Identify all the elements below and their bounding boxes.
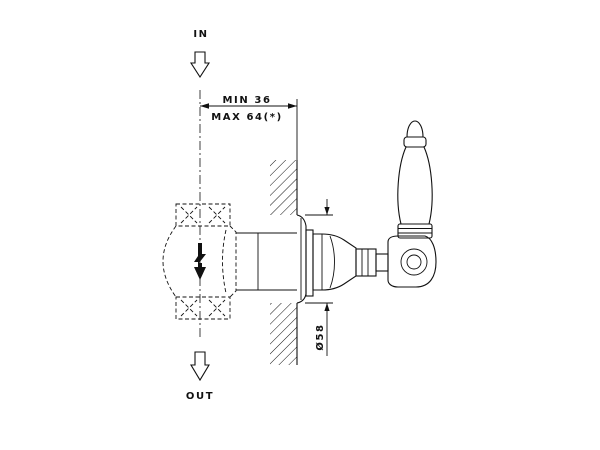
bottom-fitting-cross bbox=[208, 299, 226, 317]
rosette-diameter-dimension: Ø58 bbox=[305, 199, 333, 356]
lever-handle bbox=[387, 120, 437, 288]
inlet-flow-arrow bbox=[189, 51, 211, 79]
wall-rosette bbox=[296, 214, 307, 304]
bottom-fitting-cross bbox=[180, 299, 198, 317]
min-depth-label: MIN 36 bbox=[222, 95, 271, 106]
max-depth-label: MAX 64(*) bbox=[211, 112, 283, 123]
depth-arrowhead-right bbox=[288, 103, 297, 109]
lever-neck bbox=[375, 253, 389, 272]
rosette-and-hub bbox=[296, 214, 389, 304]
bottom-fitting bbox=[175, 296, 231, 320]
wall-section bbox=[270, 160, 298, 365]
outlet-flow-arrow bbox=[190, 351, 210, 382]
spindle-shaft bbox=[236, 232, 297, 291]
valve-body-right-wall bbox=[229, 225, 237, 298]
lever-pivot-inner bbox=[406, 254, 422, 270]
handle-cap-dome bbox=[406, 120, 424, 138]
valve-body-left-wall bbox=[162, 225, 177, 298]
bottom-fitting-cross bbox=[180, 299, 198, 317]
top-fitting-cross bbox=[180, 206, 198, 224]
connector-sleeve bbox=[355, 248, 377, 277]
valve-body-inner-wall bbox=[222, 229, 227, 294]
hub-ring bbox=[305, 229, 314, 297]
handle-cap-band bbox=[403, 136, 427, 148]
lever-base bbox=[387, 235, 437, 288]
wall-hatch-upper bbox=[270, 160, 297, 215]
top-fitting bbox=[175, 203, 231, 227]
depth-dimension: MIN 36 MAX 64(*) bbox=[200, 95, 298, 160]
lever-pivot-outer bbox=[400, 248, 428, 276]
top-fitting-cross bbox=[180, 206, 198, 224]
ceramic-handle-grip bbox=[397, 146, 433, 225]
internal-flow-arrow bbox=[194, 243, 206, 280]
inlet-label: IN bbox=[193, 29, 208, 40]
concealed-valve-body bbox=[162, 203, 237, 320]
rosette-diameter-label: Ø58 bbox=[314, 323, 326, 350]
diameter-arrowhead-bottom bbox=[324, 303, 330, 311]
depth-arrowhead-left bbox=[200, 103, 209, 109]
bell-cover-contour bbox=[329, 235, 335, 289]
outlet-label: OUT bbox=[186, 391, 214, 402]
top-fitting-cross bbox=[208, 206, 226, 224]
wall-hatch-lower bbox=[270, 303, 297, 365]
bottom-fitting-cross bbox=[208, 299, 226, 317]
diameter-arrowhead-top bbox=[324, 207, 330, 215]
top-fitting-cross bbox=[208, 206, 226, 224]
